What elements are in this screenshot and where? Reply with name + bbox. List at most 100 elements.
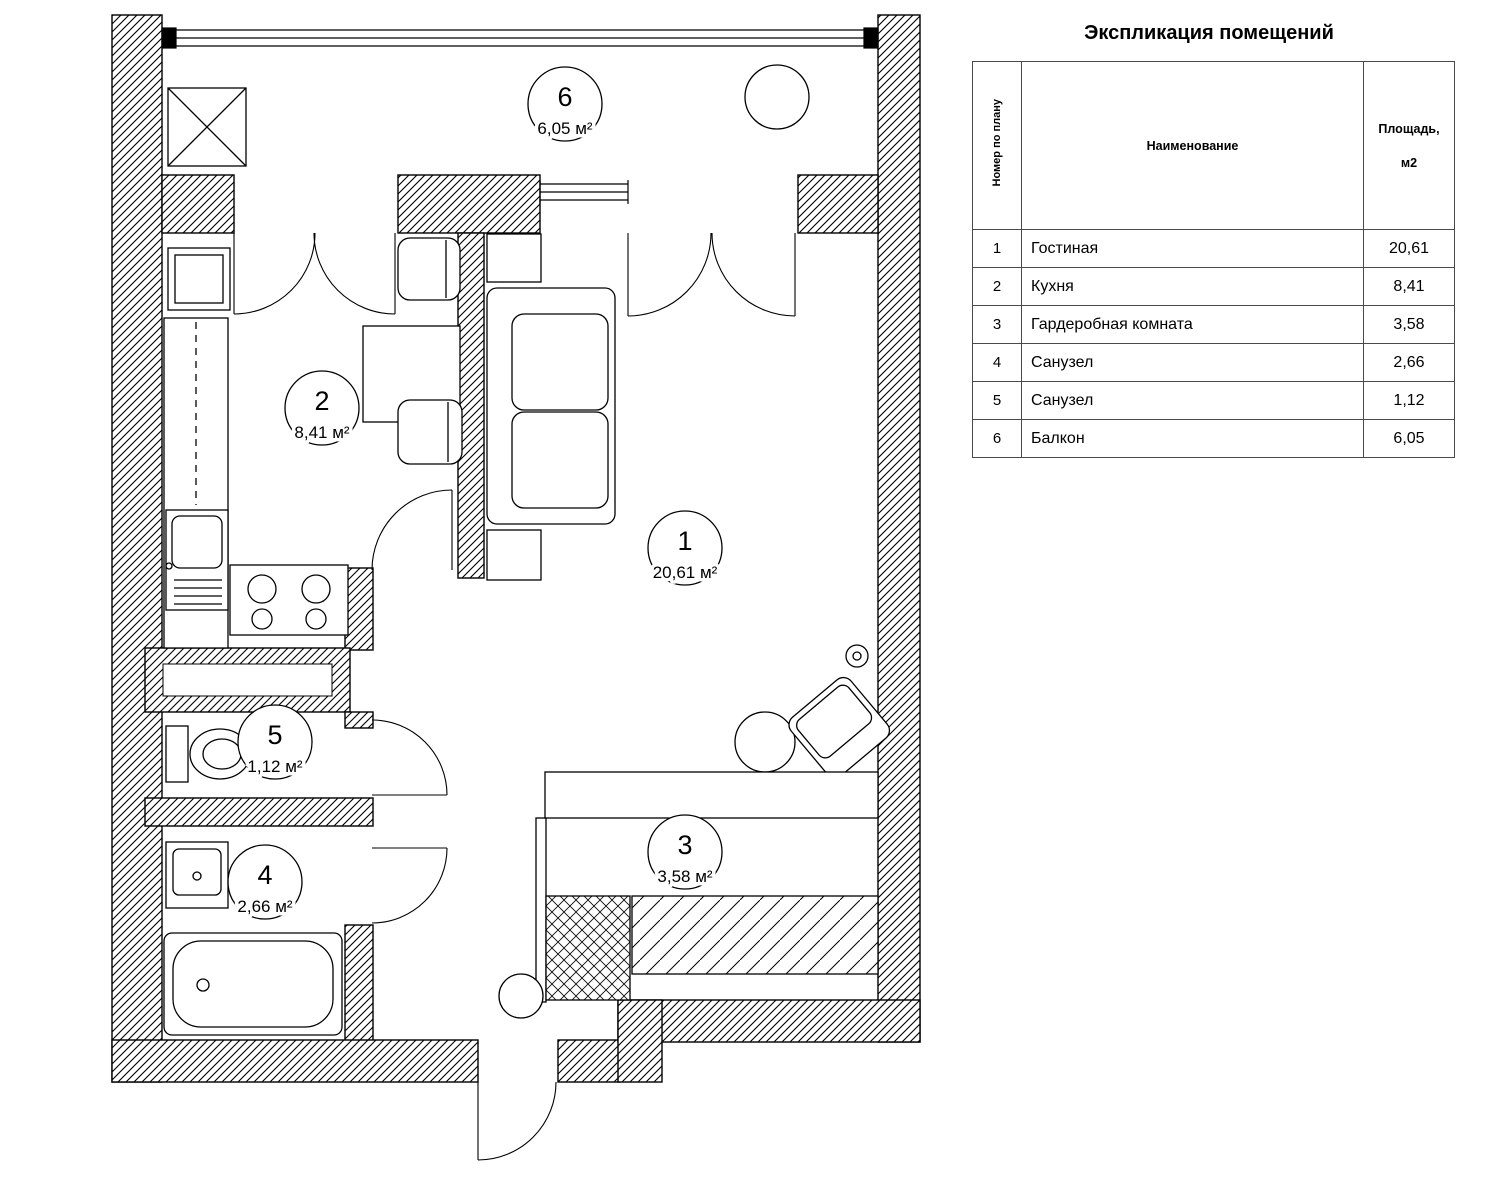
room-area: 3,58 <box>1363 305 1455 344</box>
legend-table: Номер по плану Наименование Площадь, м2 … <box>972 61 1455 458</box>
dining-chair-2 <box>397 399 463 465</box>
kitchen-sink <box>165 509 229 611</box>
room-name: Гардеробная комната <box>1021 305 1364 344</box>
floor-plan-area: 6 6,05 м² 2 8,41 м² 1 20,61 м² 5 1,12 м²… <box>111 14 921 1161</box>
washbasin <box>165 841 229 909</box>
pouf <box>734 711 796 773</box>
bathtub <box>163 932 343 1036</box>
door-bath5 <box>371 719 448 796</box>
wall-kitchen-living <box>457 232 485 579</box>
legend-col-area-line1: Площадь, <box>1378 121 1440 136</box>
room-number: 1 <box>972 229 1022 268</box>
room-label-3: 3 3,58 м² <box>647 814 723 890</box>
furniture <box>163 64 891 1036</box>
room-label-1: 1 20,61 м² <box>647 510 723 586</box>
legend-col-number: Номер по плану <box>991 99 1003 187</box>
door-kitchen <box>371 489 453 571</box>
walls <box>111 14 921 1083</box>
dining-chair-1 <box>397 237 461 301</box>
room-area: 6,05 <box>1363 419 1455 458</box>
room-3-number: 3 <box>677 830 692 860</box>
room-5-area: 1,12 м² <box>247 757 302 776</box>
windows <box>161 27 879 204</box>
washing-machine <box>167 87 247 167</box>
legend-col-area-line2: м2 <box>1400 155 1418 170</box>
stove <box>229 564 349 636</box>
door-balcony-right <box>627 232 796 317</box>
door-entry <box>477 1081 557 1161</box>
floor-lamp <box>845 644 869 668</box>
window-cap-right <box>863 27 879 49</box>
legend-header-row: Номер по плану Наименование Площадь, м2 <box>972 61 1455 230</box>
legend: Экспликация помещений Номер по плану Наи… <box>972 22 1455 458</box>
wall-bath4-stub <box>344 924 374 1044</box>
room-label-2: 2 8,41 м² <box>284 370 360 446</box>
room-1-number: 1 <box>677 526 692 556</box>
side-table-bottom <box>486 529 542 581</box>
room-5-number: 5 <box>267 720 282 750</box>
wall-balcony-left <box>161 174 235 234</box>
room-area: 20,61 <box>1363 229 1455 268</box>
window-cap-left <box>161 27 177 49</box>
wall-bottom-right <box>617 999 921 1043</box>
shaft-opening <box>162 663 333 697</box>
room-name: Балкон <box>1021 419 1364 458</box>
wall-right <box>877 14 921 1043</box>
wall-bottom-left <box>111 1039 479 1083</box>
floor-plan: 6 6,05 м² 2 8,41 м² 1 20,61 м² 5 1,12 м²… <box>111 14 921 1161</box>
wall-balcony-mid <box>397 174 541 234</box>
room-2-number: 2 <box>314 386 329 416</box>
wall-bottom-mid <box>557 1039 621 1083</box>
room-area: 1,12 <box>1363 381 1455 420</box>
kitchen-cabinet <box>167 247 231 311</box>
hall-mirror <box>498 973 544 1019</box>
legend-col-name: Наименование <box>1021 61 1364 230</box>
legend-title: Экспликация помещений <box>1084 22 1334 44</box>
room-area: 8,41 <box>1363 267 1455 306</box>
wall-wardrobe-left <box>535 817 547 1003</box>
room-name: Гостиная <box>1021 229 1364 268</box>
room-4-area: 2,66 м² <box>237 897 292 916</box>
wardrobe-unit-right <box>631 895 879 975</box>
armchair <box>788 676 891 779</box>
room-labels: 6 6,05 м² 2 8,41 м² 1 20,61 м² 5 1,12 м²… <box>227 66 723 920</box>
room-area: 2,66 <box>1363 343 1455 382</box>
room-number: 3 <box>972 305 1022 344</box>
door-bath4 <box>371 847 448 924</box>
console-shelf <box>544 771 879 819</box>
wall-kitchen-hall <box>344 567 374 651</box>
room-2-area: 8,41 м² <box>294 423 349 442</box>
room-name: Кухня <box>1021 267 1364 306</box>
room-label-5: 5 1,12 м² <box>237 704 313 780</box>
door-balcony-left <box>233 232 396 315</box>
wall-left <box>111 14 163 1083</box>
room-number: 2 <box>972 267 1022 306</box>
sofa <box>486 287 616 525</box>
balcony-plant <box>744 64 810 130</box>
room-1-area: 20,61 м² <box>653 563 718 582</box>
room-6-number: 6 <box>557 82 572 112</box>
legend-col-area: Площадь, м2 <box>1363 61 1455 230</box>
room-label-6: 6 6,05 м² <box>527 66 603 142</box>
wall-balcony-right <box>797 174 879 234</box>
room-6-area: 6,05 м² <box>537 119 592 138</box>
room-name: Санузел <box>1021 343 1364 382</box>
wall-bath5-stub <box>344 711 374 729</box>
doors <box>233 232 796 1161</box>
room-3-area: 3,58 м² <box>657 867 712 886</box>
room-label-4: 4 2,66 м² <box>227 844 303 920</box>
wardrobe-unit-left <box>545 895 631 1001</box>
room-number: 4 <box>972 343 1022 382</box>
side-table-top <box>486 233 542 283</box>
wall-bath-divider <box>144 797 374 827</box>
toilet <box>165 725 251 783</box>
dining-table <box>362 325 461 423</box>
room-number: 5 <box>972 381 1022 420</box>
room-name: Санузел <box>1021 381 1364 420</box>
